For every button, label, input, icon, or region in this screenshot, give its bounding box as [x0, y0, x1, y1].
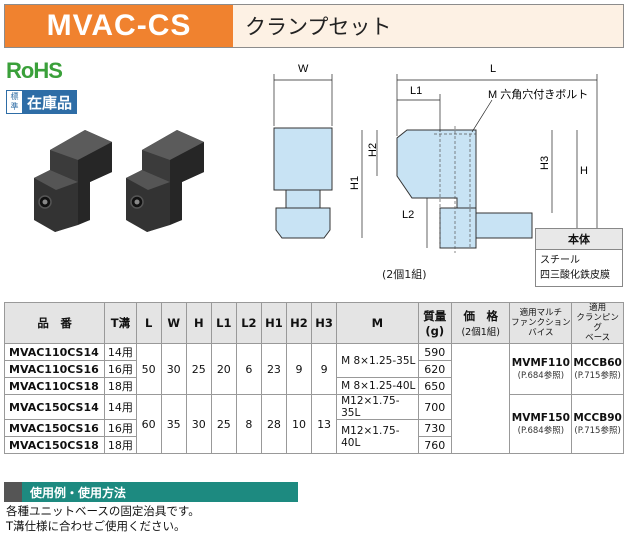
product-header: MVAC-CS クランプセット [4, 4, 624, 48]
th-vise: 適用マルチファンクションバイス [509, 302, 573, 344]
stock-badge-small: 標 準 [7, 91, 23, 113]
bolt-note: M 六角穴付きボルト [488, 87, 588, 101]
table-row-code: MVAC150CS14 [3, 394, 106, 420]
clamp-block-right-icon [126, 130, 204, 232]
table-row-code: MVAC110CS14 [3, 343, 106, 361]
th-price: 価 格(2個1組) [450, 302, 511, 344]
th-code: 品 番 [3, 302, 106, 344]
th-base: 適用クランピングベース [571, 302, 624, 344]
material-body: スチール 四三酸化鉄皮膜 [540, 255, 610, 281]
stock-badge: 標 準 在庫品 [6, 90, 78, 114]
product-photo [34, 130, 204, 232]
th-h3: H3 [311, 302, 338, 344]
usage-section-title: 使用例・使用方法 [4, 482, 298, 502]
section-marker-icon [4, 482, 22, 502]
th-slot: T溝 [104, 302, 137, 344]
th-h2: H2 [285, 302, 313, 344]
th-l: L [135, 302, 162, 344]
table-row-slot: 14用 [104, 343, 137, 361]
th-m: M [336, 302, 419, 344]
dim-l-label: L [490, 63, 496, 75]
material-box: 本体 スチール 四三酸化鉄皮膜 [535, 228, 623, 287]
technical-drawing: W L L1 H1 H2 L2 H3 H M 六角穴付きボルト [273, 63, 598, 253]
dim-l1-label: L1 [410, 85, 422, 97]
dim-h3-label: H3 [539, 156, 551, 170]
vise-cell: MVMF110(P.684参照) [509, 343, 573, 395]
table-row-code: MVAC150CS18 [3, 436, 106, 454]
th-h: H [185, 302, 212, 344]
price-cell [450, 343, 511, 454]
vise-cell: MVMF150(P.684参照) [509, 394, 573, 454]
product-name: クランプセット [233, 5, 623, 47]
rohs-badge: RoHS [6, 58, 63, 83]
base-cell: MCCB90(P.715参照) [571, 394, 624, 454]
table-row-code: MVAC150CS16 [3, 419, 106, 437]
dim-w-label: W [298, 63, 309, 75]
table-row-code: MVAC110CS16 [3, 360, 106, 378]
dim-h-label: H [580, 165, 588, 177]
th-mass: 質量(g) [417, 302, 452, 344]
dim-h2-label: H2 [367, 143, 379, 157]
material-title: 本体 [536, 229, 622, 250]
dim-h1-label: H1 [349, 176, 361, 190]
dim-l2-label: L2 [402, 209, 414, 221]
table-row-code: MVAC110CS18 [3, 377, 106, 395]
product-code: MVAC-CS [5, 5, 233, 47]
th-l2: L2 [235, 302, 262, 344]
th-h1: H1 [260, 302, 287, 344]
stock-badge-main: 在庫品 [23, 91, 77, 113]
spec-table: 品 番 T溝 L W H L1 L2 H1 H2 H3 M 質量(g) 価 格(… [3, 302, 624, 454]
pair-note: (2個1組) [382, 268, 427, 281]
base-cell: MCCB60(P.715参照) [571, 343, 624, 395]
clamp-block-left-icon [34, 130, 112, 232]
th-w: W [160, 302, 187, 344]
usage-description: 各種ユニットベースの固定治具です。 T溝仕様に合わせご使用ください。 [6, 504, 200, 533]
th-l1: L1 [210, 302, 237, 344]
